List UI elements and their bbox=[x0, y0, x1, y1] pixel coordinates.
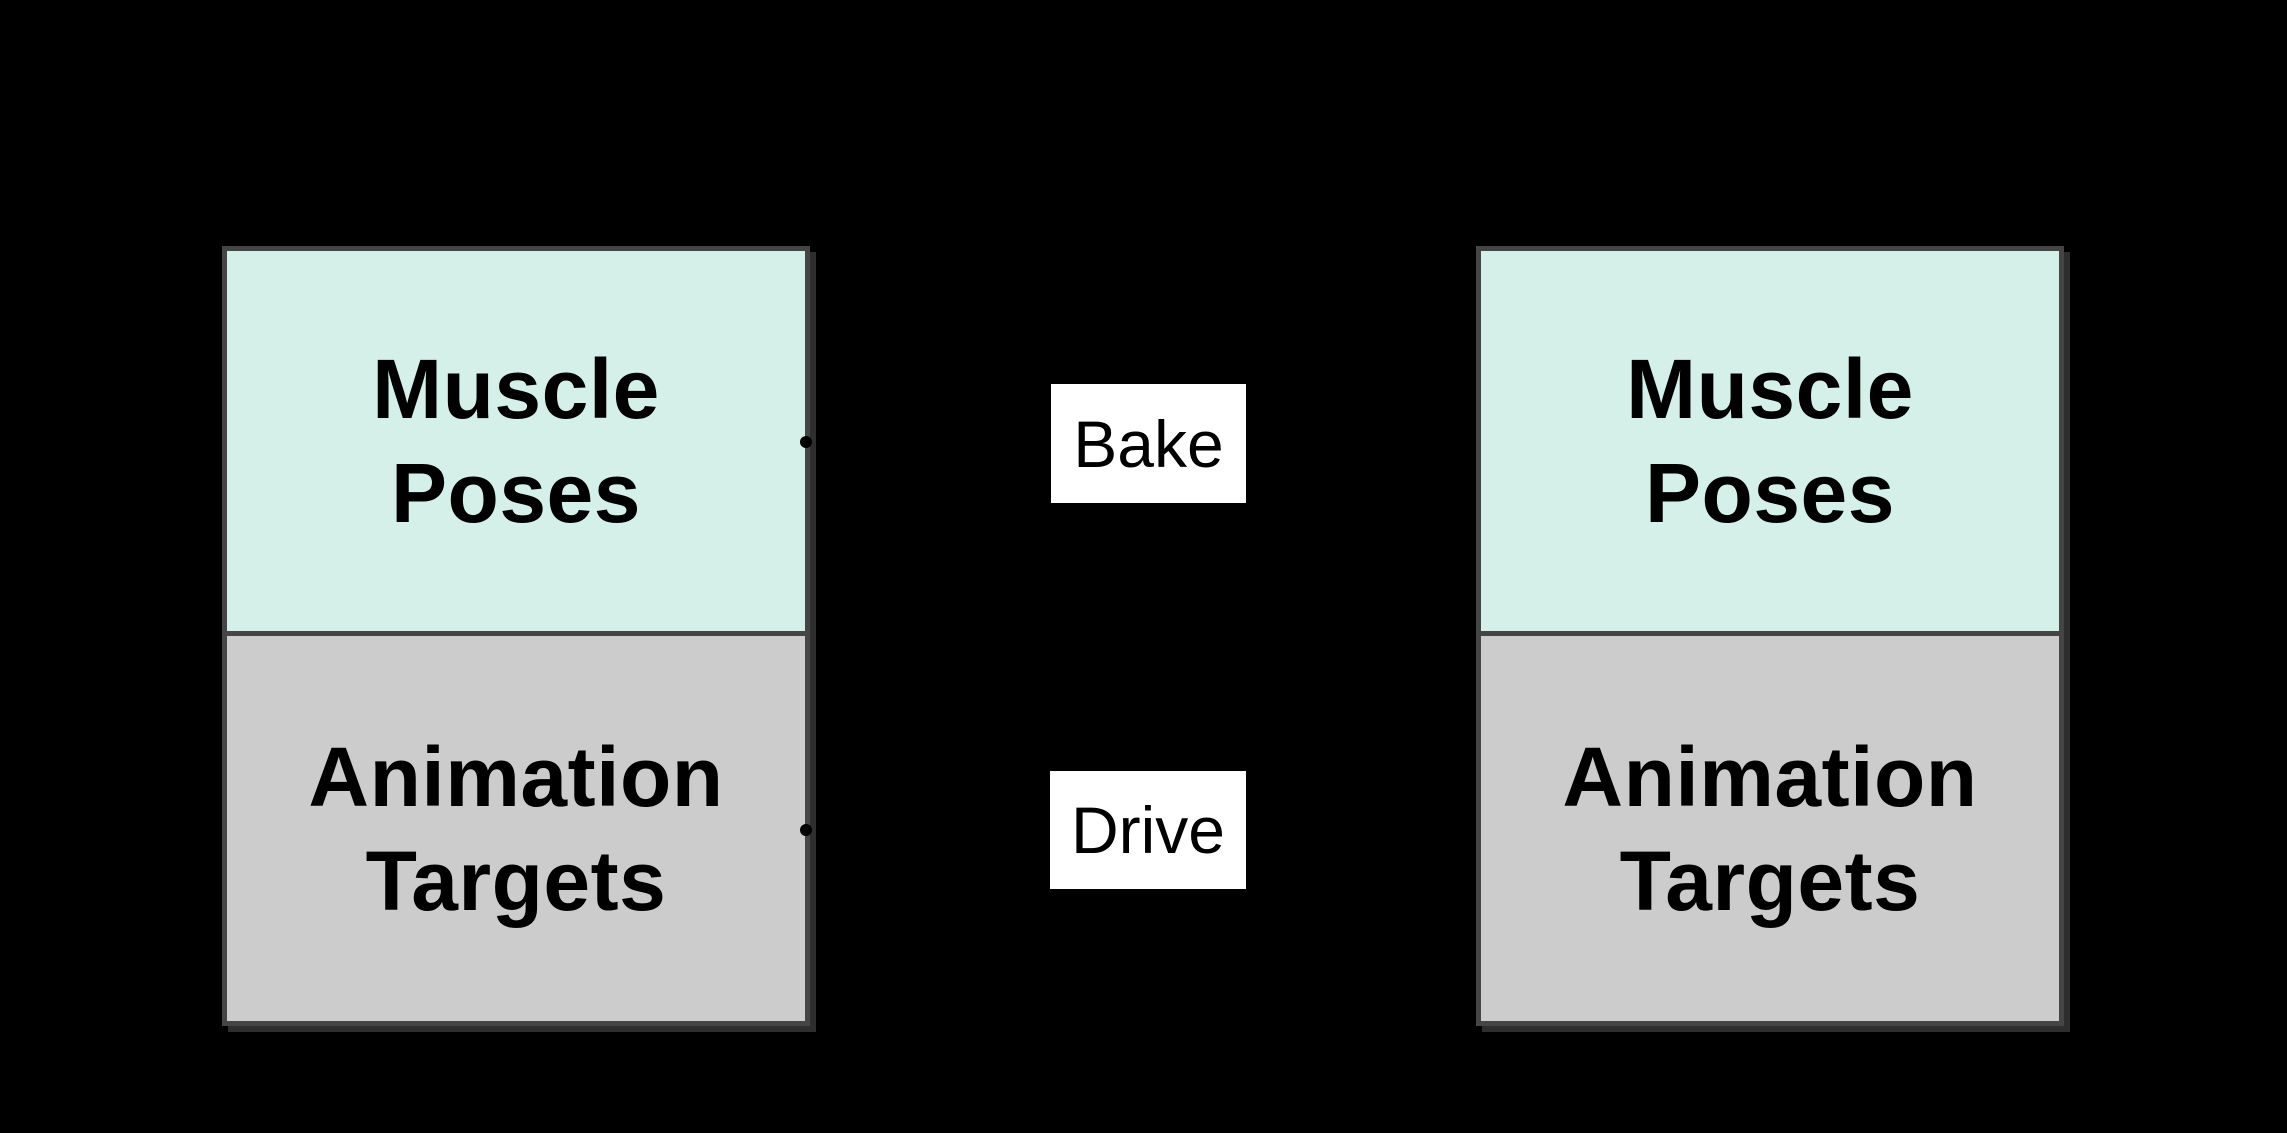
left-muscle-poses-label: Muscle Poses bbox=[372, 342, 660, 540]
right-rig-table: Muscle Poses Animation Targets bbox=[1476, 246, 2064, 1026]
right-animation-targets-label: Animation Targets bbox=[1562, 729, 1978, 928]
left-animation-targets-cell: Animation Targets bbox=[227, 636, 805, 1021]
right-muscle-poses-cell: Muscle Poses bbox=[1481, 251, 2059, 636]
left-animation-targets-label: Animation Targets bbox=[308, 729, 724, 928]
right-animation-targets-cell: Animation Targets bbox=[1481, 636, 2059, 1021]
right-muscle-poses-label: Muscle Poses bbox=[1626, 342, 1914, 540]
bake-edge-label-text: Bake bbox=[1073, 406, 1224, 481]
drive-edge-label: Drive bbox=[1050, 771, 1246, 889]
left-muscle-poses-cell: Muscle Poses bbox=[227, 251, 805, 636]
drive-edge-label-text: Drive bbox=[1070, 793, 1225, 867]
bake-edge-label: Bake bbox=[1051, 384, 1246, 503]
drive-connector-dot bbox=[800, 824, 812, 836]
left-rig-table: Muscle Poses Animation Targets bbox=[222, 246, 810, 1026]
bake-connector-dot bbox=[800, 436, 812, 448]
